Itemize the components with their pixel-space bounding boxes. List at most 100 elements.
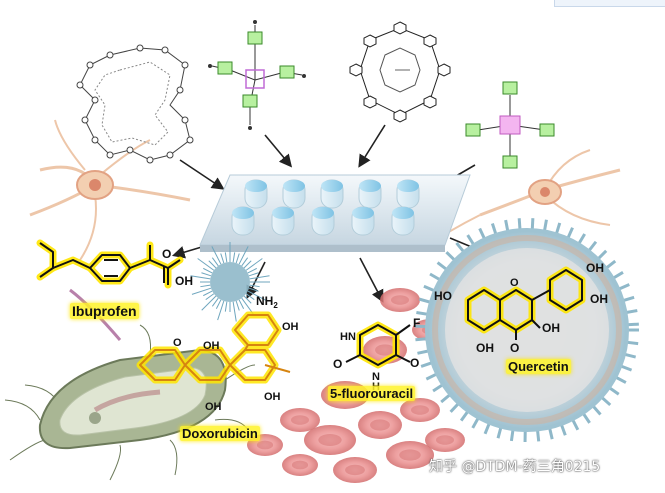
ibuprofen-label: Ibuprofen (70, 303, 139, 319)
arrow-from-star-framework (264, 134, 293, 168)
arrow-to-doxorubicin (246, 261, 266, 299)
nanoparticle-spike (247, 267, 257, 274)
quercetin-o-keto: O (510, 341, 519, 355)
nanoparticle-spike (232, 301, 237, 322)
nanoparticle-spike (238, 299, 245, 309)
nanoparticle-spike (238, 246, 249, 265)
nanoparticle-spike (245, 293, 255, 301)
red-blood-cell (358, 411, 402, 439)
neuron-left (29, 119, 191, 261)
fluorouracil-structure: F HN O O NH (333, 316, 420, 393)
nanoparticle-spike (235, 300, 240, 311)
red-blood-cell (425, 428, 465, 452)
nanoparticle-spike (243, 260, 252, 269)
nanoparticle-spike (235, 253, 240, 264)
nanoparticle-spike (245, 258, 263, 271)
flagellum (109, 444, 121, 481)
capsule (282, 179, 306, 209)
virus-particle (415, 218, 639, 443)
capsule (320, 179, 344, 209)
doxorubicin-label: Doxorubicin (180, 426, 260, 441)
top-tab (554, 0, 665, 7)
quercetin-oh-top: OH (586, 261, 604, 275)
ibuprofen-o-atom: O (162, 247, 171, 261)
red-blood-cell (380, 288, 420, 312)
doxorubicin-oh-top: OH (203, 340, 220, 352)
fluorouracil-o-right: O (410, 356, 419, 370)
quercetin-ho-left: HO (434, 289, 452, 303)
flagellum (9, 439, 46, 461)
nanoparticle-spiky (190, 242, 270, 322)
fluorouracil-label: 5-fluorouracil (328, 386, 416, 401)
capsule (391, 206, 415, 236)
capsule (311, 206, 335, 236)
nanoparticle-spike (220, 253, 225, 264)
doxorubicin-o-top: O (173, 337, 182, 349)
blister-pack (199, 174, 471, 252)
capsule (358, 179, 382, 209)
nanoparticle-spike (224, 301, 228, 312)
neuron-right (419, 149, 621, 251)
nanoparticle-spike (215, 299, 222, 309)
nanoparticle-spike (201, 295, 217, 311)
flagellum (224, 364, 256, 381)
nanoparticle-spike (203, 267, 213, 274)
nanoparticle-spike (211, 246, 222, 265)
capsule-grid (231, 179, 420, 236)
nanoparticle-spike (201, 272, 212, 277)
nanoparticle-spike (190, 275, 211, 280)
nanoparticle-spike (248, 272, 259, 277)
flagellum (139, 324, 151, 356)
nanoparticle-spike (203, 290, 213, 297)
nanoparticle-spike (249, 275, 270, 280)
arrow-to-fluorouracil (359, 257, 384, 303)
nanoparticle-spike (211, 297, 219, 307)
doxorubicin-oh-bottom: OH (205, 401, 222, 413)
quercetin-oh-5: OH (476, 341, 494, 355)
arrow-from-hexagonal-network (358, 124, 386, 168)
ibuprofen-oh-atom: OH (175, 274, 193, 288)
nanoparticle-spike (232, 252, 236, 263)
nanoparticle-spike (211, 257, 219, 267)
nanoparticle-spike (243, 295, 252, 304)
capsule (271, 206, 295, 236)
capsule (351, 206, 375, 236)
capsule (396, 179, 420, 209)
ibuprofen-structure: O OH (36, 239, 193, 289)
framework-star-pink (465, 81, 555, 169)
nanoparticle-spike (191, 287, 212, 295)
red-blood-cell (280, 408, 320, 432)
watermark: 知乎 @DTDM-药三角0215 (429, 459, 601, 475)
fluorouracil-o-left: O (333, 357, 342, 371)
nanoparticle-spike (200, 284, 211, 288)
capsule (231, 206, 255, 236)
nanoparticle-spike (249, 284, 260, 288)
red-blood-cell (386, 441, 434, 469)
nanoparticle-spike (205, 293, 215, 301)
doxorubicin-oh-right: OH (264, 391, 281, 403)
nanoparticle-spike (247, 290, 266, 301)
framework-ring-network (76, 44, 194, 164)
doxorubicin-structure: NH2 OH OH O OH OH (136, 294, 299, 413)
nanoparticle-spike (241, 257, 249, 267)
quercetin-structure: OH OH HO O OH O OH (434, 261, 608, 355)
flagellum (4, 399, 41, 421)
nanoparticle-spike (224, 252, 228, 263)
doxorubicin-oh-sugar: OH (282, 321, 299, 333)
fluorouracil-f-atom: F (413, 316, 420, 330)
fluorouracil-hn-atom: HN (340, 331, 356, 343)
red-blood-cell (304, 425, 356, 455)
capsule (244, 179, 268, 209)
red-blood-cell (400, 398, 440, 422)
arrow-from-ring-network (179, 159, 225, 190)
quercetin-oh-right: OH (590, 292, 608, 306)
flagellum (169, 439, 178, 476)
framework-star-green-purple (208, 20, 306, 130)
nanoparticle-spike (248, 287, 259, 292)
red-blood-cell (333, 457, 377, 483)
doxorubicin-nh2-atom: NH2 (256, 294, 278, 310)
red-blood-cell (282, 454, 318, 476)
quercetin-oh-3: OH (542, 321, 560, 335)
framework-hexagonal-network (349, 21, 451, 123)
